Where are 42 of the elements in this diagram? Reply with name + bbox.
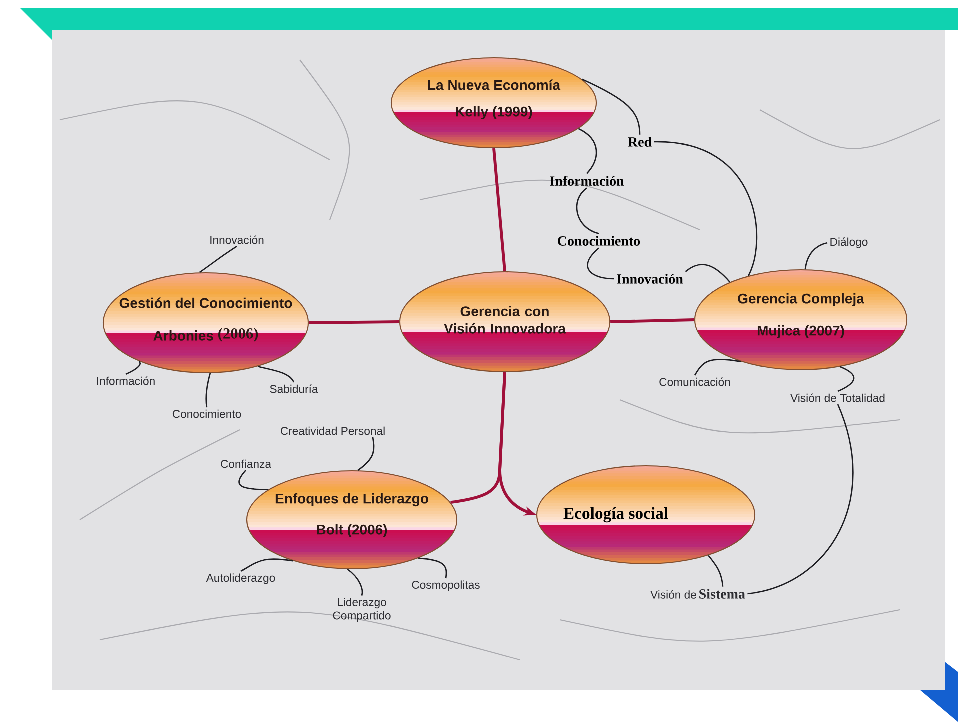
branch-label: Cosmopolitas bbox=[412, 580, 480, 592]
leader-line bbox=[838, 366, 855, 392]
connector-line bbox=[309, 320, 400, 324]
branch-label: Visión de Totalidad bbox=[790, 394, 885, 402]
leader-line bbox=[238, 470, 269, 490]
branch-label: Información bbox=[550, 176, 624, 186]
leader-line bbox=[258, 366, 295, 383]
leader-line bbox=[654, 141, 758, 276]
leader-line bbox=[578, 128, 598, 174]
branch-label: Conocimiento bbox=[558, 236, 640, 246]
branch-label: Visión de Sistema bbox=[650, 589, 746, 599]
branch-label: Sabiduría bbox=[270, 384, 318, 394]
leader-line bbox=[708, 555, 724, 587]
leader-line bbox=[358, 437, 375, 472]
leader-line bbox=[748, 404, 854, 595]
branch-label: Innovación bbox=[617, 274, 684, 284]
leader-line bbox=[587, 248, 614, 280]
connector-line bbox=[492, 148, 506, 272]
branch-label: Innovación bbox=[210, 236, 264, 244]
branch-label: Comunicación bbox=[660, 378, 730, 386]
leader-line bbox=[199, 246, 238, 274]
leader-line bbox=[206, 373, 212, 408]
leader-line bbox=[240, 558, 294, 572]
leader-line bbox=[685, 264, 731, 283]
leader-line bbox=[418, 558, 448, 579]
branch-label: Liderazgo Compartido bbox=[333, 598, 391, 622]
leader-line bbox=[694, 358, 742, 376]
branch-label: Creatividad Personal bbox=[280, 426, 385, 436]
connector-line bbox=[610, 318, 694, 324]
leader-line bbox=[804, 242, 828, 270]
branch-label: Información bbox=[97, 376, 155, 386]
branch-label: Conocimiento bbox=[172, 410, 242, 418]
leader-line bbox=[576, 188, 600, 234]
leader-line bbox=[126, 361, 141, 376]
leader-line bbox=[582, 78, 641, 135]
ellipse-node: Gerencia con Visión Innovadora bbox=[399, 271, 611, 373]
branch-label: Diálogo bbox=[830, 238, 868, 248]
leader-line bbox=[347, 568, 364, 596]
branch-label: Confianza bbox=[221, 460, 272, 468]
ellipse-node: Ecología social bbox=[536, 465, 756, 565]
branch-label: Red bbox=[628, 137, 652, 147]
branch-label: Autoliderazgo bbox=[206, 574, 276, 584]
